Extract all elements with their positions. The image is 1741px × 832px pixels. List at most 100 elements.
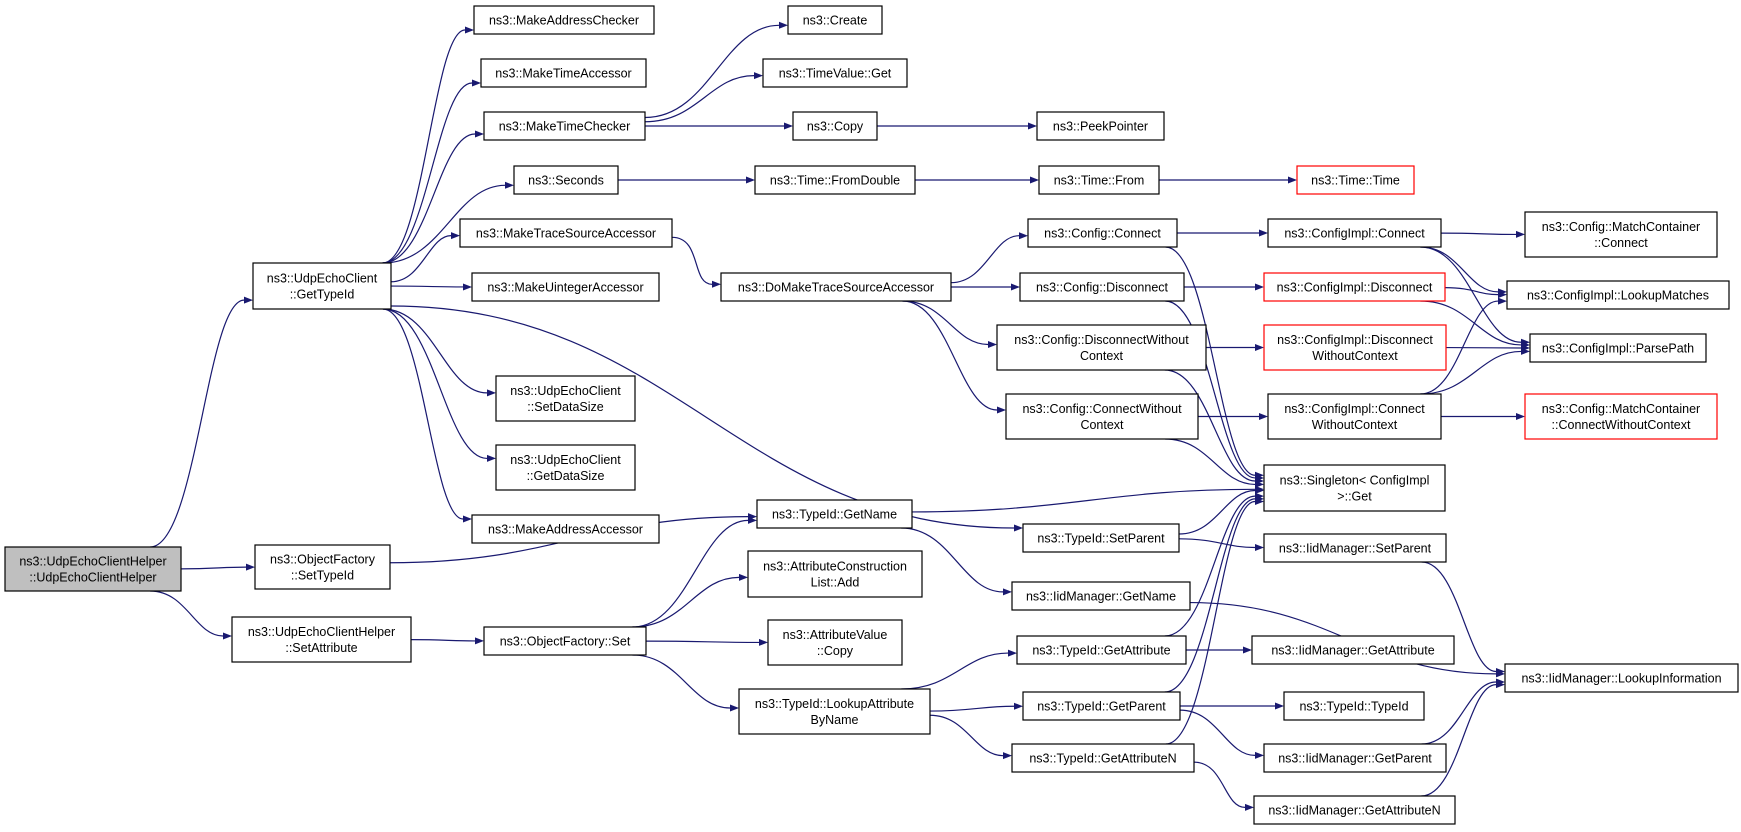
edge-make-time-checker-to-create [644, 24, 780, 119]
node-make-time-checker[interactable]: ns3::MakeTimeChecker [483, 111, 646, 141]
node-box [471, 272, 660, 302]
node-type-id-get-attribute[interactable]: ns3::TypeId::GetAttribute [1016, 635, 1187, 665]
edge-type-id-get-parent-to-singleton [1164, 498, 1256, 693]
node-set-attribute[interactable]: ns3::UdpEchoClientHelper::SetAttribute [231, 616, 412, 663]
node-type-id-get-parent[interactable]: ns3::TypeId::GetParent [1022, 691, 1181, 721]
node-do-make-tsa[interactable]: ns3::DoMakeTraceSourceAccessor [720, 272, 952, 302]
edge-type-id-get-attribute-to-singleton [1164, 495, 1256, 637]
arrowhead [505, 181, 514, 189]
arrowhead [1259, 229, 1268, 237]
node-type-id-set-parent[interactable]: ns3::TypeId::SetParent [1022, 523, 1180, 553]
node-box [1529, 333, 1707, 363]
node-box [1506, 280, 1730, 310]
node-get-data-size[interactable]: ns3::UdpEchoClient::GetDataSize [495, 444, 636, 491]
node-impl-disconnect-wc[interactable]: ns3::ConfigImpl::DisconnectWithoutContex… [1263, 324, 1447, 371]
edge-type-id-set-parent-to-singleton [1178, 489, 1256, 535]
node-config-connect[interactable]: ns3::Config::Connect [1027, 218, 1178, 248]
node-get-type-id[interactable]: ns3::UdpEchoClient::GetTypeId [252, 262, 392, 310]
node-create[interactable]: ns3::Create [787, 5, 883, 35]
node-label: >::Get [1337, 490, 1372, 504]
node-type-id-get-attribute-n[interactable]: ns3::TypeId::GetAttributeN [1011, 743, 1195, 773]
node-label: ns3::MakeTimeChecker [499, 120, 631, 134]
edge-impl-connect-wc-to-parse-path [1420, 350, 1522, 395]
node-iid-get-parent[interactable]: ns3::IidManager::GetParent [1263, 743, 1447, 773]
node-label: WithoutContext [1312, 349, 1398, 363]
node-config-connect-wc[interactable]: ns3::Config::ConnectWithoutContext [1005, 393, 1199, 440]
node-seconds[interactable]: ns3::Seconds [513, 165, 619, 195]
edge-of-set-to-attr-cons-add [632, 576, 740, 628]
edge-get-type-id-to-make-time-accessor [382, 82, 473, 264]
edge-type-id-get-name-to-iid-get-name [901, 527, 1004, 593]
edge-config-disconnect-wc-to-singleton [1164, 369, 1256, 482]
node-label: ns3::UdpEchoClientHelper [19, 555, 166, 569]
node-label: ns3::IidManager::SetParent [1279, 542, 1432, 556]
edge-make-trace-source-accessor-to-do-make-tsa [671, 236, 713, 285]
node-from-double[interactable]: ns3::Time::FromDouble [754, 165, 916, 195]
edge-root-to-get-type-id [150, 299, 245, 548]
node-label: ns3::IidManager::GetAttributeN [1268, 804, 1440, 818]
node-make-time-accessor[interactable]: ns3::MakeTimeAccessor [480, 58, 647, 88]
arrowhead [712, 280, 721, 288]
arrowhead [1014, 524, 1023, 532]
node-make-address-checker[interactable]: ns3::MakeAddressChecker [473, 5, 655, 35]
node-iid-get-attribute-n[interactable]: ns3::IidManager::GetAttributeN [1253, 795, 1456, 825]
arrowhead [988, 340, 997, 348]
arrowhead [1516, 230, 1525, 238]
node-copy[interactable]: ns3::Copy [792, 111, 878, 141]
arrowhead [1498, 291, 1507, 299]
node-box [483, 111, 646, 141]
node-type-id-get-name[interactable]: ns3::TypeId::GetName [756, 499, 913, 529]
edge-lookup-attr-by-name-to-type-id-get-attribute [901, 652, 1009, 690]
arrowhead [1255, 487, 1264, 494]
edge-lookup-attr-by-name-to-type-id-get-parent [929, 705, 1015, 712]
node-make-trace-source-accessor[interactable]: ns3::MakeTraceSourceAccessor [459, 218, 673, 248]
node-box [1263, 464, 1446, 512]
node-root[interactable]: ns3::UdpEchoClientHelper::UdpEchoClientH… [4, 546, 182, 592]
node-label: ns3::Time::From [1054, 174, 1145, 188]
edge-iid-get-parent-to-lookup-information [1421, 681, 1497, 745]
node-box [1022, 523, 1180, 553]
node-iid-set-parent[interactable]: ns3::IidManager::SetParent [1263, 533, 1447, 563]
node-label: ns3::IidManager::LookupInformation [1521, 672, 1721, 686]
node-box [1251, 635, 1455, 665]
node-label: ns3::Seconds [528, 174, 604, 188]
node-label: ns3::ConfigImpl::Disconnect [1277, 281, 1433, 295]
node-lookup-information[interactable]: ns3::IidManager::LookupInformation [1504, 663, 1739, 693]
edge-type-id-set-parent-to-iid-set-parent [1178, 538, 1256, 549]
node-box [483, 626, 647, 656]
arrowhead [1243, 646, 1252, 654]
node-impl-connect[interactable]: ns3::ConfigImpl::Connect [1267, 218, 1442, 248]
node-of-set[interactable]: ns3::ObjectFactory::Set [483, 626, 647, 656]
node-iid-get-attribute[interactable]: ns3::IidManager::GetAttribute [1251, 635, 1455, 665]
node-impl-connect-wc[interactable]: ns3::ConfigImpl::ConnectWithoutContext [1267, 393, 1442, 440]
node-time-value-get[interactable]: ns3::TimeValue::Get [762, 58, 908, 88]
node-iid-get-name[interactable]: ns3::IidManager::GetName [1011, 581, 1191, 611]
node-impl-disconnect[interactable]: ns3::ConfigImpl::Disconnect [1263, 272, 1446, 302]
node-config-disconnect[interactable]: ns3::Config::Disconnect [1019, 272, 1185, 302]
node-lookup-matches[interactable]: ns3::ConfigImpl::LookupMatches [1506, 280, 1730, 310]
node-label: ns3::AttributeConstruction [763, 560, 907, 574]
node-time-from[interactable]: ns3::Time::From [1038, 165, 1160, 195]
node-attr-value-copy[interactable]: ns3::AttributeValue::Copy [767, 619, 903, 666]
node-peek-pointer[interactable]: ns3::PeekPointer [1036, 111, 1165, 141]
node-match-connect[interactable]: ns3::Config::MatchContainer::Connect [1524, 211, 1718, 258]
arrowhead [1496, 670, 1505, 678]
node-box [1019, 272, 1185, 302]
node-make-uinteger-accessor[interactable]: ns3::MakeUintegerAccessor [471, 272, 660, 302]
node-time-time[interactable]: ns3::Time::Time [1296, 165, 1415, 195]
node-parse-path[interactable]: ns3::ConfigImpl::ParsePath [1529, 333, 1707, 363]
arrowhead [1521, 347, 1530, 355]
node-singleton[interactable]: ns3::Singleton< ConfigImpl >::Get [1263, 464, 1446, 512]
node-set-data-size[interactable]: ns3::UdpEchoClient::SetDataSize [495, 375, 636, 422]
node-make-address-accessor[interactable]: ns3::MakeAddressAccessor [471, 514, 660, 544]
node-type-id-type-id[interactable]: ns3::TypeId::TypeId [1283, 691, 1425, 721]
node-match-connect-wc[interactable]: ns3::Config::MatchContainer::ConnectWith… [1524, 393, 1718, 440]
node-of-set-type-id[interactable]: ns3::ObjectFactory::SetTypeId [254, 544, 391, 590]
edge-type-id-get-attribute-n-to-singleton [1165, 500, 1256, 745]
arrowhead [1496, 681, 1505, 689]
node-box [1005, 393, 1199, 440]
node-box [738, 688, 931, 735]
